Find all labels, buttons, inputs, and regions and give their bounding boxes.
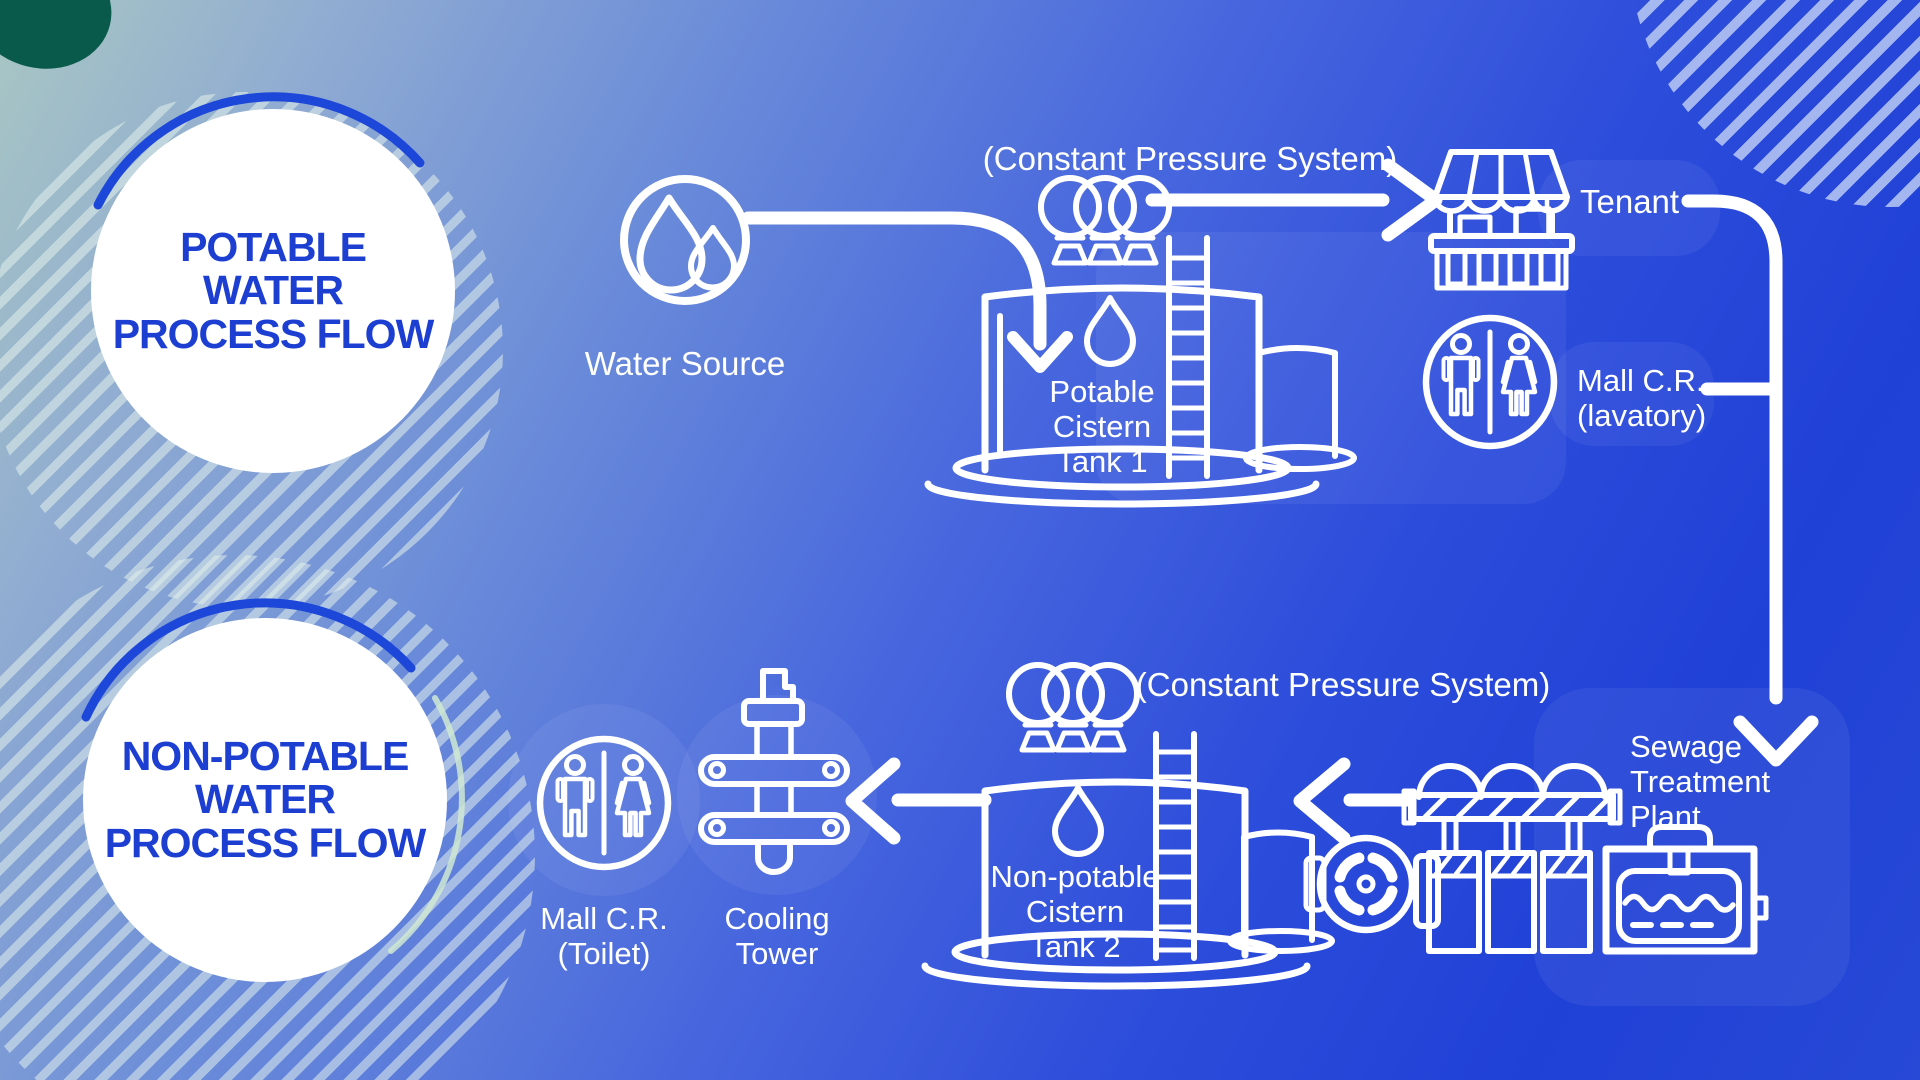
pump-station-2-icon bbox=[1006, 662, 1140, 753]
panel-tank1 bbox=[1096, 232, 1566, 504]
non-potable-title-circle: NON-POTABLE WATER PROCESS FLOW bbox=[83, 618, 447, 982]
potable-title-line2: WATER bbox=[202, 267, 344, 314]
constant-pressure-label-top: (Constant Pressure System) bbox=[982, 140, 1398, 177]
sewage-plant-label: Sewage Treatment Plant bbox=[1630, 729, 1771, 834]
arrow-left-icon bbox=[1293, 757, 1351, 845]
constant-pressure-label-bottom: (Constant Pressure System) bbox=[1135, 666, 1551, 703]
arrow-down-icon bbox=[1007, 331, 1073, 373]
ladder-icon bbox=[1153, 731, 1197, 961]
droplet-icon bbox=[1052, 785, 1104, 857]
non-potable-title-line2: WATER bbox=[194, 776, 336, 823]
pipe-source-to-tank1 bbox=[741, 211, 1073, 373]
tank2-label: Non-potable Cistern Tank 2 bbox=[990, 859, 1160, 964]
arrow-sewage-to-tank2 bbox=[1293, 757, 1415, 845]
water-source-icon bbox=[620, 175, 750, 305]
non-potable-title-line1: NON-POTABLE bbox=[121, 732, 410, 779]
cooling-tower-label: Cooling Tower bbox=[724, 901, 830, 971]
water-source-label: Water Source bbox=[584, 345, 786, 382]
valve-wheel-icon bbox=[1303, 834, 1441, 934]
panel-cooling-circle bbox=[677, 695, 877, 895]
panel-toilet-circle bbox=[508, 704, 700, 896]
potable-title-line1: POTABLE bbox=[180, 223, 367, 270]
non-potable-title-line3: PROCESS FLOW bbox=[104, 819, 427, 866]
pipe-tenant-to-sewage bbox=[1681, 194, 1819, 767]
mall-cr-toilet-label: Mall C.R. (Toilet) bbox=[540, 901, 668, 971]
potable-title-line3: PROCESS FLOW bbox=[112, 310, 435, 357]
potable-title-circle: POTABLE WATER PROCESS FLOW bbox=[91, 109, 455, 473]
tank1-label: Potable Cistern Tank 1 bbox=[1049, 374, 1155, 479]
teal-corner-blob bbox=[0, 0, 125, 84]
tenant-label: Tenant bbox=[1580, 183, 1680, 220]
mall-cr-lavatory-label: Mall C.R. (lavatory) bbox=[1577, 363, 1707, 433]
